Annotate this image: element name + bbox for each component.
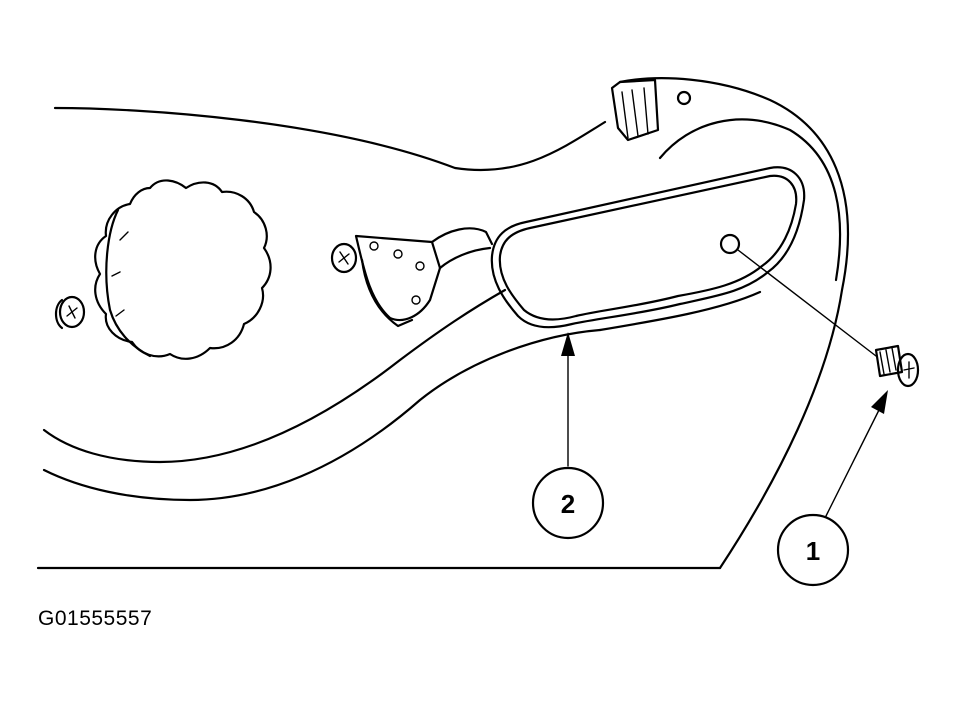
figure-id: G01555557 — [38, 607, 153, 630]
handle — [490, 166, 806, 329]
bracket — [330, 227, 494, 328]
left-screw-icon — [54, 295, 86, 330]
callout-1-label: 1 — [806, 536, 820, 566]
recliner-knob — [94, 179, 272, 360]
callout-2-label: 2 — [561, 489, 575, 519]
callout-1: 1 — [776, 513, 850, 587]
screw-leader-line — [737, 249, 877, 357]
callout-arrow-2 — [561, 332, 575, 467]
callout-2: 2 — [531, 466, 605, 540]
seat-side-shield — [36, 77, 850, 570]
screw-icon — [874, 344, 920, 388]
callout-arrow-1 — [825, 390, 888, 517]
hinge-tab — [610, 78, 692, 142]
